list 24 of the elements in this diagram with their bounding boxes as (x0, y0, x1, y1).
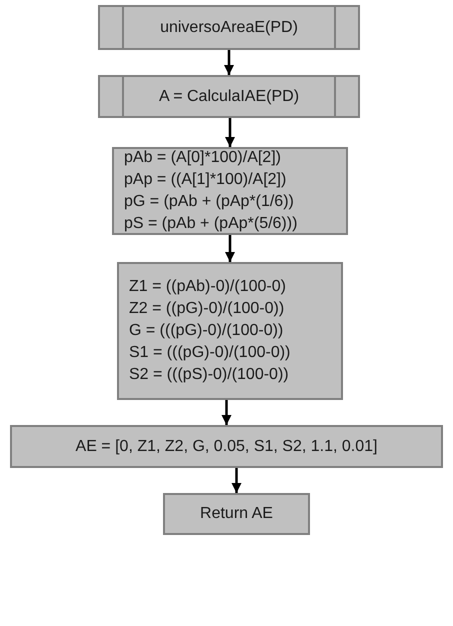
process-box (163, 493, 310, 535)
code-line: G = (((pG)-0)/(100-0)) (129, 321, 284, 341)
process-box (10, 425, 443, 468)
code-line: pAb = (A[0]*100)/A[2]) (124, 148, 282, 168)
code-line: Z1 = ((pAb)-0)/(100-0) (129, 277, 287, 297)
code-line: S2 = (((pS)-0)/(100-0)) (129, 365, 290, 385)
code-line: A = CalculaIAE(PD) (158, 86, 300, 106)
subroutine-box (98, 75, 360, 118)
code-line: AE = [0, Z1, Z2, G, 0.05, S1, S2, 1.1, 0.01] (74, 436, 378, 456)
process-box (112, 147, 348, 235)
arrow (225, 235, 235, 262)
code-line: pAp = ((A[1]*100)/A[2]) (124, 170, 288, 190)
arrow (232, 468, 242, 493)
arrow (222, 400, 232, 425)
code-line: universoAreaE(PD) (159, 18, 299, 38)
arrow (225, 118, 235, 147)
code-line: Z2 = ((pG)-0)/(100-0)) (129, 299, 286, 319)
process-box (117, 262, 343, 400)
code-line: pG = (pAb + (pAp*(1/6)) (124, 192, 295, 212)
code-line: S1 = (((pG)-0)/(100-0)) (129, 343, 292, 363)
arrow (224, 50, 234, 75)
code-line: pS = (pAb + (pAp*(5/6))) (124, 214, 298, 234)
code-line: Return AE (199, 504, 274, 524)
subroutine-box (98, 5, 360, 50)
